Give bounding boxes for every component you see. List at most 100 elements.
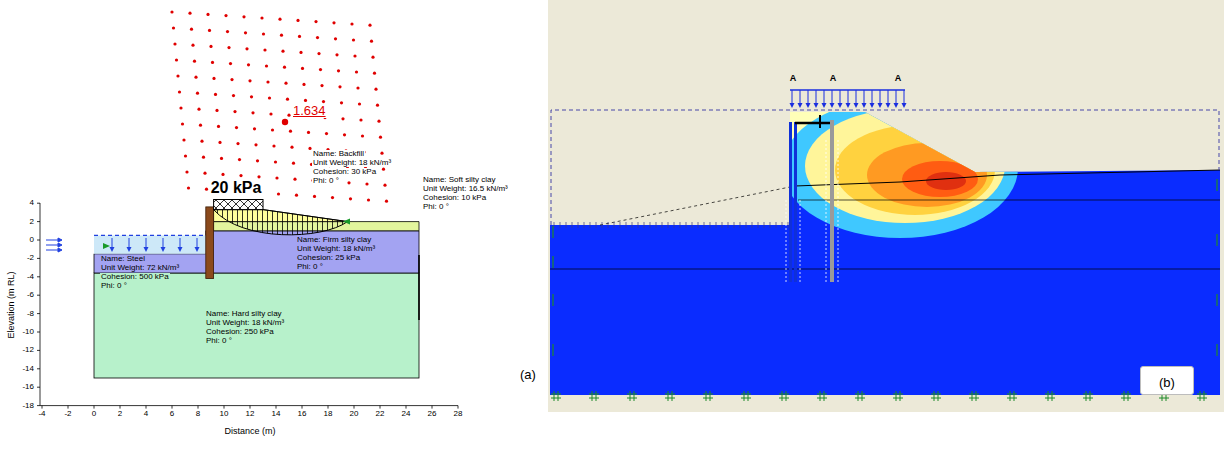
material-property: Phi: 0 °: [312, 177, 340, 185]
arrow-head: [838, 103, 843, 108]
anchor-wall: [830, 120, 834, 282]
grid-point: [319, 68, 322, 71]
fixity-mark: [551, 398, 561, 399]
axis-tick: [37, 405, 40, 406]
grid-point: [290, 146, 293, 149]
grid-point: [275, 176, 278, 179]
axis-tick-label: 4: [30, 199, 34, 207]
axis-tick-label: 4: [144, 410, 148, 418]
fixity-mark: [1052, 391, 1053, 401]
axis-tick-label: -2: [64, 410, 71, 418]
boundary-line: [418, 255, 420, 320]
axis-tick-label: 26: [428, 410, 437, 418]
surface-tick: [728, 222, 729, 228]
axis-tick: [146, 406, 147, 409]
grid-point: [371, 56, 374, 59]
axis-tick-label: -12: [22, 346, 34, 354]
surface-tick: [596, 222, 597, 228]
axis-tick: [276, 406, 277, 409]
fixity-mark: [934, 391, 935, 401]
fixity-mark: [1216, 344, 1217, 356]
surface-tick: [734, 222, 735, 228]
surface-tick: [602, 222, 603, 228]
material-property: Phi: 0 °: [296, 263, 324, 271]
grid-point: [256, 159, 259, 162]
grid-point: [293, 178, 296, 181]
grid-point: [268, 96, 271, 99]
material-property: Cohesion: 500 kPa: [100, 273, 170, 281]
fixity-mark: [1045, 394, 1055, 395]
arrow-head: [886, 103, 891, 108]
fixity-mark: [1124, 391, 1125, 401]
axis-tick-label: -8: [27, 309, 34, 317]
axis-tick: [37, 332, 40, 333]
grid-point: [236, 142, 239, 145]
drawing-part: [46, 245, 58, 246]
fixity-mark: [1200, 391, 1201, 401]
grid-point: [196, 92, 199, 95]
axis-ticks: [37, 203, 458, 408]
grid-point: [197, 108, 200, 111]
fixity-mark: [817, 394, 827, 395]
fixity-mark: [627, 398, 637, 399]
load-arrow: [824, 90, 825, 104]
axis-tick-label: 8: [196, 410, 200, 418]
fixity-mark: [1007, 398, 1017, 399]
grid-point: [355, 70, 358, 73]
fixity-mark: [748, 391, 749, 401]
grid-point: [212, 77, 215, 80]
arrow-head: [127, 247, 132, 252]
axis-tick-label: 16: [298, 410, 307, 418]
load-arrow: [904, 90, 905, 104]
axis-tick-label: 22: [376, 410, 385, 418]
fixity-mark: [938, 391, 939, 401]
material-property: Phi: 0 °: [422, 203, 450, 211]
fixity-mark: [1090, 391, 1091, 401]
fixity-mark: [665, 394, 675, 395]
drawing-part: [926, 172, 966, 190]
grid-point: [172, 26, 175, 29]
pressure-arrow: [180, 238, 181, 248]
fixity-mark: [1197, 398, 1207, 399]
grid-point: [341, 117, 344, 120]
fixity-mark: [1204, 391, 1205, 401]
surface-tick: [614, 222, 615, 228]
water-body: [94, 235, 206, 253]
axis-tick: [37, 313, 40, 314]
material-property: Cohesion: 10 kPa: [422, 194, 487, 202]
slope-section: [37, 10, 458, 408]
grid-point: [182, 138, 185, 141]
surface-tick: [638, 222, 639, 228]
material-property: Unit Weight: 18 kN/m³: [296, 245, 376, 253]
axis-tick: [37, 276, 40, 277]
grid-point: [325, 132, 328, 135]
y-axis: [40, 203, 41, 406]
surface-tick: [650, 222, 651, 228]
load-arrow: [880, 90, 881, 104]
grid-point: [260, 16, 263, 19]
axis-tick: [37, 221, 40, 222]
axis-tick-label: 28: [454, 410, 463, 418]
fixity-mark: [976, 391, 977, 401]
grid-point: [365, 182, 368, 185]
drawing-part: [46, 240, 58, 241]
grid-point: [281, 50, 284, 53]
pressure-arrow: [197, 238, 198, 248]
grid-point: [307, 131, 310, 134]
load-arrow: [816, 90, 817, 104]
material-property: Cohesion: 30 kPa: [312, 168, 377, 176]
axis-tick: [172, 406, 173, 409]
fixity-mark: [1007, 394, 1017, 395]
front-wall: [789, 122, 792, 282]
grid-point: [382, 168, 385, 171]
panel-ground: [548, 0, 1224, 412]
load-arrow: [808, 90, 809, 104]
grid-point: [331, 196, 334, 199]
axis-tick: [37, 368, 40, 369]
drawing-part: [782, 98, 1018, 238]
grid-point: [208, 29, 211, 32]
hard-clay-layer: [94, 273, 419, 378]
axis-tick-label: 6: [170, 410, 174, 418]
fixity-mark: [972, 391, 973, 401]
